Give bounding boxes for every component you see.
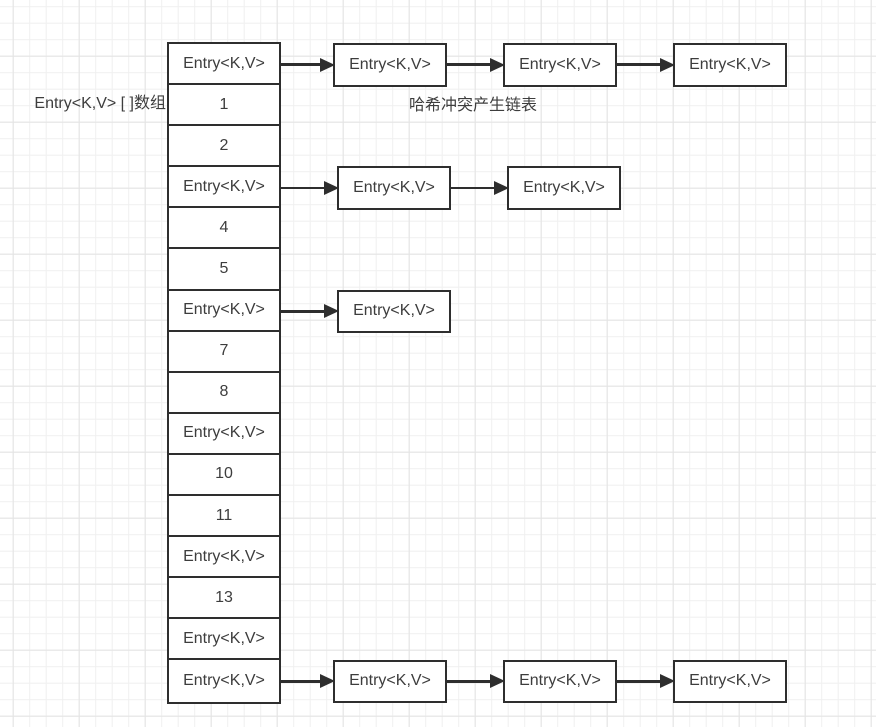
arrow-head	[490, 57, 505, 72]
arrow-head	[320, 674, 335, 689]
arrow-line	[616, 63, 662, 67]
arrow-head	[490, 674, 505, 689]
array-cell-10: 10	[169, 454, 279, 497]
array-label: Entry<K,V> [ ]数组	[34, 95, 166, 112]
array-cell-14: Entry<K,V>	[169, 619, 279, 661]
arrow-head	[660, 57, 675, 72]
arrow-line	[280, 309, 326, 313]
array-cell-2: 2	[169, 126, 279, 168]
arrow-line	[446, 63, 492, 67]
array-cell-1: 1	[169, 85, 279, 127]
array-cell-12: Entry<K,V>	[169, 537, 279, 579]
arrow-head	[324, 181, 339, 196]
chain-node-row3-0: Entry<K,V>	[337, 166, 451, 210]
arrow-head	[324, 304, 339, 319]
chain-node-row6-0: Entry<K,V>	[337, 289, 451, 334]
arrow-head	[660, 674, 675, 689]
array-cell-9: Entry<K,V>	[169, 413, 279, 455]
arrow-right-icon	[280, 304, 339, 319]
chain-node-row0-0: Entry<K,V>	[333, 43, 447, 87]
arrow-line	[280, 679, 322, 683]
arrow-line	[280, 63, 322, 67]
array-cell-5: 5	[169, 249, 279, 291]
arrow-right-icon	[446, 674, 505, 689]
array-cell-11: 11	[169, 496, 279, 538]
arrow-right-icon	[446, 57, 505, 72]
arrow-line	[450, 186, 496, 190]
chain-node-row15-0: Entry<K,V>	[333, 659, 447, 704]
array-cell-0: Entry<K,V>	[169, 44, 279, 86]
chain-node-row0-2: Entry<K,V>	[673, 43, 787, 87]
array-cell-6: Entry<K,V>	[169, 290, 279, 332]
chain-node-row0-1: Entry<K,V>	[503, 43, 617, 87]
arrow-right-icon	[280, 57, 335, 72]
chain-node-row15-2: Entry<K,V>	[673, 659, 787, 704]
arrow-right-icon	[616, 57, 675, 72]
arrow-right-icon	[616, 674, 675, 689]
chain-node-row3-1: Entry<K,V>	[507, 166, 621, 210]
array-cell-4: 4	[169, 208, 279, 250]
chain-title: 哈希冲突产生链表	[408, 97, 537, 114]
arrow-line	[616, 679, 662, 683]
chain-node-row15-1: Entry<K,V>	[503, 659, 617, 704]
arrow-right-icon	[280, 674, 335, 689]
arrow-line	[280, 186, 326, 190]
arrow-head	[494, 181, 509, 196]
array-cell-7: 7	[169, 331, 279, 373]
arrow-line	[446, 679, 492, 683]
arrow-right-icon	[280, 181, 339, 196]
arrow-head	[320, 57, 335, 72]
arrow-right-icon	[450, 181, 509, 196]
array-cell-3: Entry<K,V>	[169, 167, 279, 209]
array-cell-15: Entry<K,V>	[169, 660, 279, 702]
array-cell-13: 13	[169, 578, 279, 620]
array-cell-8: 8	[169, 372, 279, 414]
